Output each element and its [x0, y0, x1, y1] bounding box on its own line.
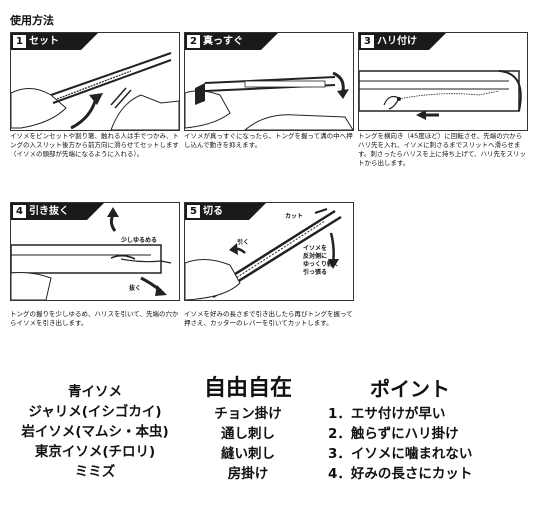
- point-item: 1．エサ付けが早い: [328, 406, 446, 422]
- bait-item: ミミズ: [74, 464, 116, 480]
- cut-label: カット: [285, 213, 304, 220]
- step-4-illustration: [11, 207, 172, 300]
- reverse-label-4: 引っ張る: [303, 269, 328, 276]
- step-4-caption: トングの握りを少しゆるめ、ハリスを引いて、先端の穴からイソメを引き出します。: [10, 310, 179, 327]
- pull-label: 抜く: [129, 285, 142, 292]
- usage-title: 使用方法: [10, 14, 54, 27]
- point-item: 2．触らずにハリ掛け: [328, 426, 459, 442]
- free-item: 房掛け: [227, 466, 269, 482]
- step-5-caption: イソメを好みの長さまで引き出したら再びトングを握って押さえ、カッターのレバーを引…: [184, 310, 353, 327]
- step-2-illustration: [185, 71, 353, 130]
- reverse-label-1: イソメを: [303, 245, 328, 252]
- points-heading: ポイント: [370, 377, 450, 401]
- free-item: 通し刺し: [221, 426, 275, 442]
- pull2-label: 引く: [237, 239, 250, 246]
- free-list: 自由自在 チョン掛け 通し刺し 縫い刺し 房掛け: [188, 374, 308, 484]
- reverse-label-3: ゆっくり軽く: [303, 261, 340, 268]
- bait-item: 東京イソメ(チロリ): [34, 444, 156, 460]
- step-4-label: 引き抜く: [29, 206, 69, 217]
- step-3-label: ハリ付け: [377, 36, 417, 47]
- step-1-label: セット: [29, 36, 59, 47]
- point-item: 4．好みの長さにカット: [328, 466, 473, 482]
- step-3-number: 3: [361, 35, 374, 48]
- point-item: 3．イソメに噛まれない: [328, 446, 473, 462]
- step-5-illustration: [185, 208, 342, 300]
- step-1-illustration: [11, 52, 179, 130]
- loosen-label: 少しゆるめる: [121, 237, 158, 244]
- points-list: ポイント 1．エサ付けが早い 2．触らずにハリ掛け 3．イソメに噛まれない 4．…: [322, 374, 522, 484]
- bait-item: ジャリメ(イシゴカイ): [28, 404, 162, 420]
- step-5-number: 5: [187, 205, 200, 218]
- step-3-caption: トングを横向き（45度ほど）に回転させ、先端の穴からハリ先を入れ、イソメに刺さる…: [358, 132, 527, 167]
- free-heading: 自由自在: [203, 376, 292, 401]
- bait-list: 青イソメ ジャリメ(イシゴカイ) 岩イソメ(マムシ・本虫) 東京イソメ(チロリ)…: [0, 382, 190, 482]
- step-1-number: 1: [13, 35, 26, 48]
- bait-item: 青イソメ: [68, 384, 122, 400]
- step-2-caption: イソメが真っすぐになったら、トングを握って溝の中へ押し込んで動きを抑えます。: [184, 132, 353, 149]
- step-4-number: 4: [13, 205, 26, 218]
- step-1-caption: イソメをピンセットや割り箸、触れる人は手でつかみ、トングの入スリット後方から前方…: [10, 132, 179, 158]
- step-3-illustration: [359, 70, 522, 120]
- step-5-label: 切る: [203, 206, 223, 217]
- free-item: チョン掛け: [214, 406, 282, 422]
- free-item: 縫い刺し: [221, 446, 275, 462]
- bait-item: 岩イソメ(マムシ・本虫): [21, 424, 169, 440]
- reverse-label-2: 反対側に: [303, 253, 328, 260]
- step-2-label: 真っすぐ: [203, 36, 243, 47]
- step-2-number: 2: [187, 35, 200, 48]
